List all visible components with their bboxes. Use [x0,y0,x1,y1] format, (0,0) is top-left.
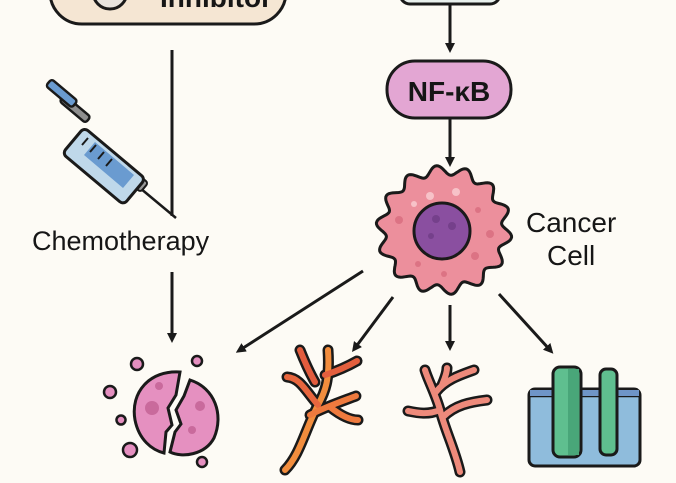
chemotherapy-label: Chemotherapy [32,226,210,256]
nfkb-label: NF-κB [407,76,491,107]
branching-vessel-icon [402,362,493,478]
nucleus [412,201,472,261]
blood-vessel-icon [279,344,364,476]
inhibitor-label: Inhibitor [160,0,272,14]
nfkb-node [385,59,513,120]
cancer-cell [374,164,514,296]
edge-cancer-resistance [497,292,554,354]
cancer-cell-label-line1: Cancer [526,207,617,238]
cancer-cell-label-line2: Cell [547,240,596,271]
syringe-icon [45,78,177,219]
cancer-cell-label: Cancer Cell [526,206,616,272]
upstream-node [400,0,500,6]
edge-cancer-apoptosis [235,269,364,353]
edge-cancer-angiogenesis [352,296,395,353]
inhibitor-node [49,0,287,26]
membrane-channel-icon [527,365,642,468]
cell-apoptosis-icon [102,354,220,469]
inhibitor-icon [93,0,127,11]
